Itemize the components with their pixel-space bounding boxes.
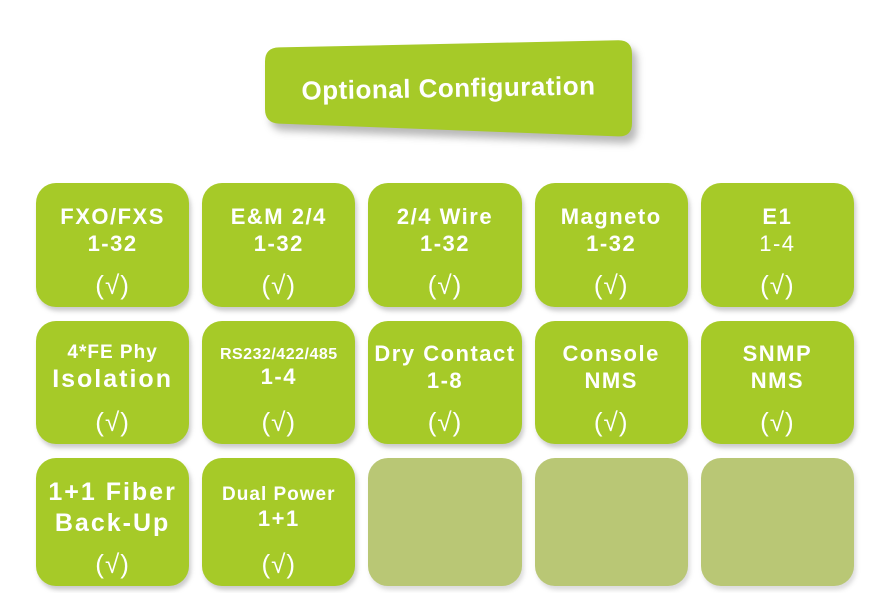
tile-line: Isolation: [52, 365, 173, 394]
availability-check: (√): [593, 407, 629, 437]
tile-line: 1-32: [586, 230, 637, 256]
tile-line: FXO/FXS: [60, 203, 165, 229]
tile-placeholder: [700, 458, 854, 586]
tile-line: Dry Contact: [374, 341, 516, 367]
tile-line: 1-4: [759, 230, 796, 256]
tile-line: Magneto: [560, 203, 662, 229]
tile-line: 1+1 Fiber: [48, 478, 177, 506]
banner-title: Optional Configuration: [301, 70, 596, 106]
optional-configuration-banner: Optional Configuration: [240, 25, 660, 155]
tile-placeholder: [534, 458, 688, 586]
availability-check: (√): [95, 549, 130, 579]
availability-check: (√): [427, 407, 463, 437]
availability-check: (√): [261, 407, 297, 437]
availability-check: (√): [95, 407, 130, 437]
tile-line: 1-32: [419, 230, 471, 256]
availability-check: (√): [760, 407, 795, 437]
tile-line: NMS: [750, 368, 805, 393]
tile-line: NMS: [584, 368, 638, 393]
tile-line: Console: [562, 341, 660, 367]
tile-line: SNMP: [742, 341, 813, 367]
tile-line: 1-32: [253, 230, 304, 256]
availability-check: (√): [427, 270, 463, 300]
tile-line: Back-Up: [54, 508, 171, 537]
tile-line: 4*FE Phy: [67, 342, 158, 364]
tile-line: E1: [762, 203, 793, 229]
availability-check: (√): [95, 270, 130, 300]
tile-line: RS232/422/485: [219, 345, 338, 363]
tile-line: E&M 2/4: [230, 203, 327, 229]
banner-shape-svg: [265, 40, 632, 137]
availability-check: (√): [261, 270, 297, 300]
availability-check: (√): [261, 549, 297, 579]
tile-line: 1-32: [87, 230, 138, 256]
availability-check: (√): [593, 270, 629, 300]
availability-check: (√): [760, 270, 795, 300]
tile-line: Dual Power: [222, 483, 336, 505]
tile-line: 1+1: [257, 505, 300, 531]
tile-line: 2/4 Wire: [396, 203, 494, 229]
tile-line: 1-8: [426, 368, 464, 393]
tile-line: 1-4: [260, 364, 297, 390]
tile-placeholder: [368, 458, 522, 586]
